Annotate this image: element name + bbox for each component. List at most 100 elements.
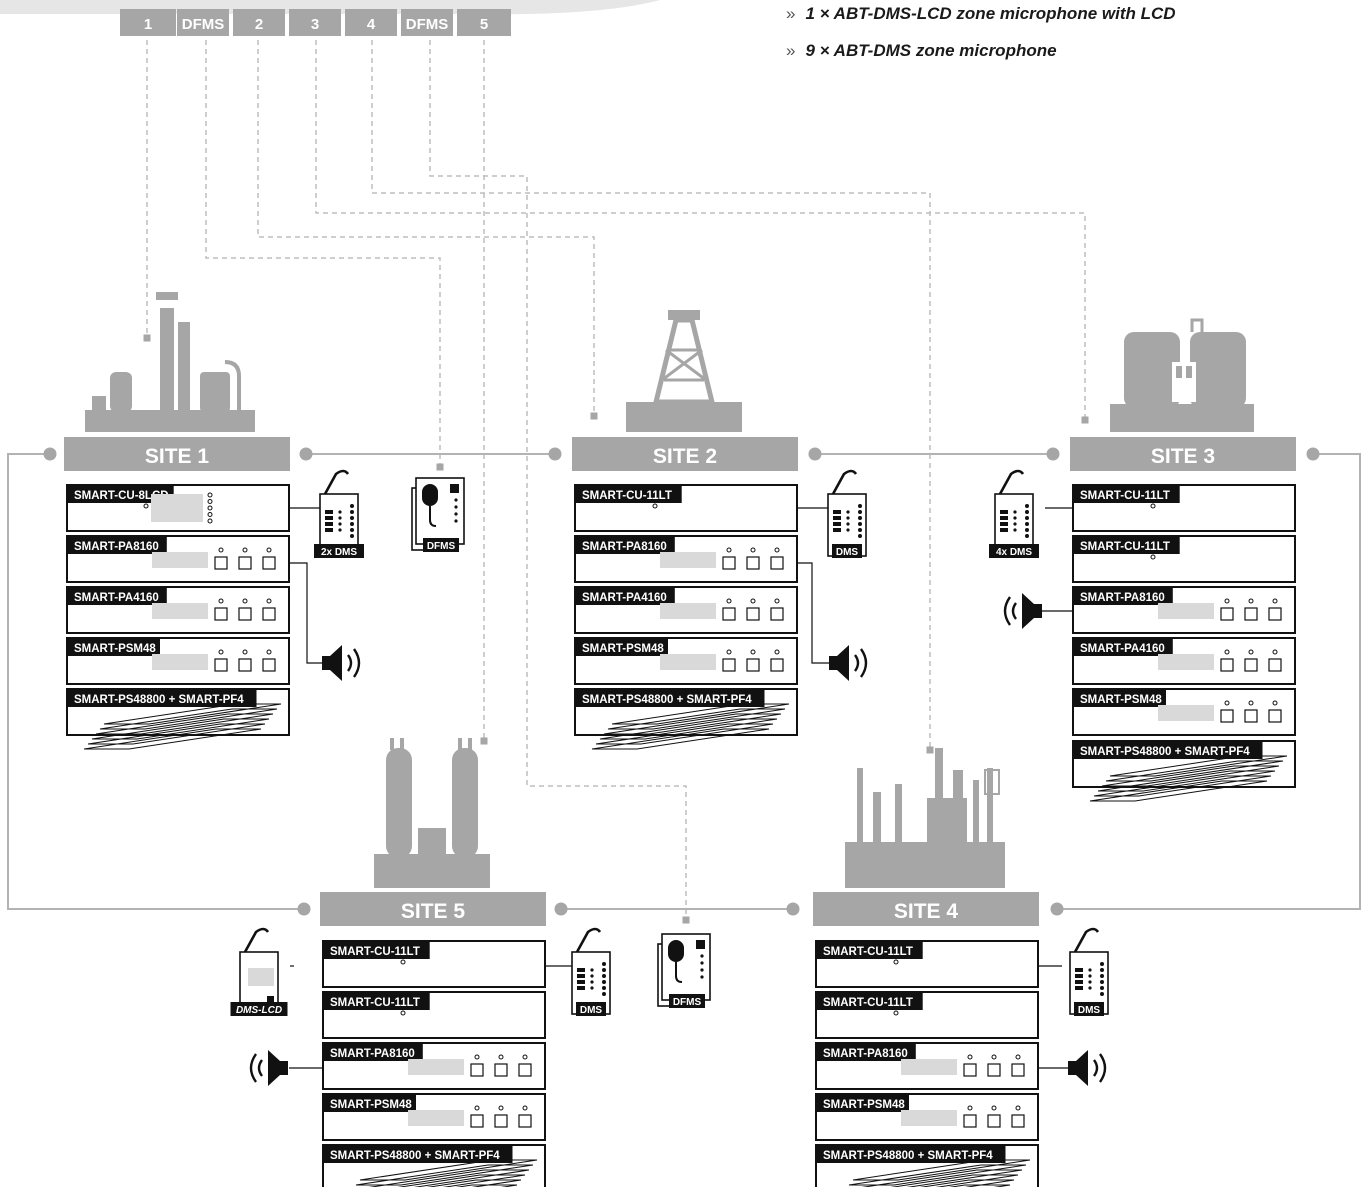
module-label-bg (68, 537, 167, 554)
rack-module: SMART-PSM48 (66, 637, 290, 685)
module-label-bg (1074, 690, 1166, 707)
module-label: SMART-PS48800 + SMART-PF4 (1080, 746, 1250, 758)
module-label-bg (1074, 588, 1173, 605)
speaker-icon (322, 645, 361, 681)
zone-microphone-icon: DMS (1069, 927, 1109, 1016)
module-label: SMART-CU-11LT (1080, 490, 1170, 502)
site-title: SITE 5 (401, 900, 466, 923)
site-5: SITE 5 SMART-CU-11LT SMART-CU-11LT SMART-PA… (320, 738, 546, 1187)
ring-node (43, 447, 57, 461)
line-endpoint (480, 737, 488, 745)
device-label: DMS (580, 1005, 603, 1016)
site-title-bar (813, 892, 1039, 926)
rack-module: SMART-CU-11LT (1072, 535, 1296, 583)
module-label: SMART-PS48800 + SMART-PF4 (823, 1150, 993, 1162)
line-endpoint (143, 334, 151, 342)
rack-module: SMART-CU-11LT (322, 940, 546, 988)
device-label: 4x DMS (996, 547, 1032, 558)
rack-module: SMART-PA4160 (574, 586, 798, 634)
site-title: SITE 4 (894, 900, 959, 923)
ring-line (1057, 453, 1361, 910)
ring-node (299, 447, 313, 461)
network-ring (7, 447, 1361, 916)
connector-line (290, 562, 322, 664)
module-label-bg (324, 993, 430, 1010)
site-title: SITE 3 (1151, 445, 1215, 468)
module-label-bg (324, 1044, 423, 1061)
module-label: SMART-PA8160 (823, 1048, 908, 1060)
zone-microphone-icon: DMS (827, 469, 867, 558)
module-label-bg (576, 588, 675, 605)
module-label-bg (324, 1095, 416, 1112)
dashed-line (205, 40, 441, 467)
device-label-bg (576, 1002, 606, 1016)
site-1: SITE 1SMART-CU-8LCDSMART-PA8160SMART-PA4… (64, 292, 290, 750)
ring-node (297, 902, 311, 916)
device-label-bg (314, 544, 364, 558)
module-label: SMART-PS48800 + SMART-PF4 (330, 1150, 500, 1162)
rack-module: SMART-PS48800 + SMART-PF4 (66, 688, 290, 750)
rack-module: SMART-PSM48 (574, 637, 798, 685)
rack-module: SMART-PA4160 (1072, 637, 1296, 685)
device-label-bg (832, 544, 862, 558)
speaker-icon (249, 1050, 288, 1086)
module-label-bg (576, 537, 675, 554)
port-4: 3 (289, 9, 341, 36)
note-text: 1 × ABT-DMS-LCD zone microphone with LCD (805, 4, 1176, 23)
module-label: SMART-CU-11LT (1080, 541, 1170, 553)
industrial-plant-icon (845, 748, 1005, 888)
device-label-bg (1074, 1002, 1104, 1016)
module-label-bg (68, 486, 174, 503)
module-label-bg (576, 690, 765, 707)
module-label: SMART-PS48800 + SMART-PF4 (582, 694, 752, 706)
zone-microphone-icon: 4x DMS (989, 469, 1039, 558)
port-3: 2 (233, 9, 285, 36)
module-label: SMART-PA8160 (330, 1048, 415, 1060)
site-3: SITE 3 SMART-CU-11LT SMART-CU-11LT SMART-PA… (1070, 318, 1296, 802)
module-label: SMART-PSM48 (330, 1099, 412, 1111)
rack-module: SMART-CU-11LT (574, 484, 798, 532)
zone-microphone-icon: 2x DMS (314, 469, 364, 558)
rack-module: SMART-PA8160 (1072, 586, 1296, 634)
speaker-icon (829, 645, 868, 681)
microphone-lines (143, 40, 1089, 924)
rack-module: SMART-PSM48 (815, 1093, 1039, 1141)
rack-module: SMART-CU-11LT (815, 991, 1039, 1039)
device-label-bg (989, 544, 1039, 558)
ring-node (1046, 447, 1060, 461)
module-label-bg (1074, 486, 1180, 503)
port-box (289, 9, 341, 36)
rack-module: SMART-CU-11LT (322, 991, 546, 1039)
module-label: SMART-CU-11LT (330, 997, 420, 1009)
refinery-columns-icon (85, 292, 255, 432)
device-label: 2x DMS (321, 547, 357, 558)
connector-line (798, 562, 829, 664)
module-label-bg (68, 588, 167, 605)
module-label: SMART-CU-11LT (330, 946, 420, 958)
ring-node (786, 902, 800, 916)
device-label: DMS-LCD (236, 1005, 282, 1016)
port-box (177, 9, 229, 36)
rack-module: SMART-PA8160 (815, 1042, 1039, 1090)
module-label-bg (817, 1095, 909, 1112)
rack-module: SMART-PA8160 (66, 535, 290, 583)
dashed-line (315, 40, 1086, 420)
module-label-bg (1074, 537, 1180, 554)
device-label-bg (423, 538, 459, 552)
module-label-bg (817, 1044, 916, 1061)
speaker-icon (1003, 593, 1042, 629)
module-label: SMART-CU-11LT (582, 490, 672, 502)
module-label: SMART-PA4160 (74, 592, 159, 604)
rack-module: SMART-PS48800 + SMART-PF4 (322, 1144, 546, 1187)
rack-module: SMART-CU-8LCD (66, 484, 290, 532)
note-zone-microphone: »9 × ABT-DMS zone microphone (786, 41, 1057, 60)
module-label: SMART-PSM48 (582, 643, 664, 655)
ring-node (1306, 447, 1320, 461)
rack-module: SMART-PA8160 (574, 535, 798, 583)
port-label: 1 (144, 16, 152, 33)
module-label-bg (68, 639, 160, 656)
rack-module: SMART-PSM48 (1072, 688, 1296, 736)
ring-node (1050, 902, 1064, 916)
module-label-bg (1074, 639, 1173, 656)
